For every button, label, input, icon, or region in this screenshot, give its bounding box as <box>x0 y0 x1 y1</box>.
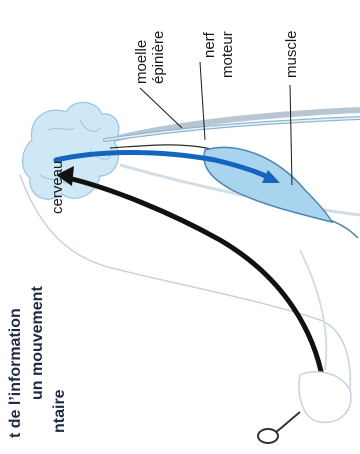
spoon-handle <box>276 412 300 432</box>
spinal-cord-leader <box>140 88 182 128</box>
caption-line3: ntaire <box>51 389 68 433</box>
motor-nerve <box>110 145 215 150</box>
caption-line1: t de l’information <box>7 308 24 438</box>
muscle-leader <box>290 85 292 185</box>
spoon-bowl <box>258 429 278 443</box>
hand-outline <box>299 372 351 423</box>
muscle-label: muscle <box>283 30 300 78</box>
spinal-cord-label-line2: épinière <box>150 31 167 84</box>
motor-nerve-label-line2: moteur <box>219 31 236 78</box>
motor-nerve-label-line1: nerf <box>201 31 218 58</box>
caption-line2: un mouvement <box>29 286 46 400</box>
muscle-shape <box>204 147 332 222</box>
muscle-tendon <box>330 220 358 238</box>
brain-label: cerveau <box>49 161 66 214</box>
spinal-cord-label-line1: moelle <box>133 40 150 84</box>
